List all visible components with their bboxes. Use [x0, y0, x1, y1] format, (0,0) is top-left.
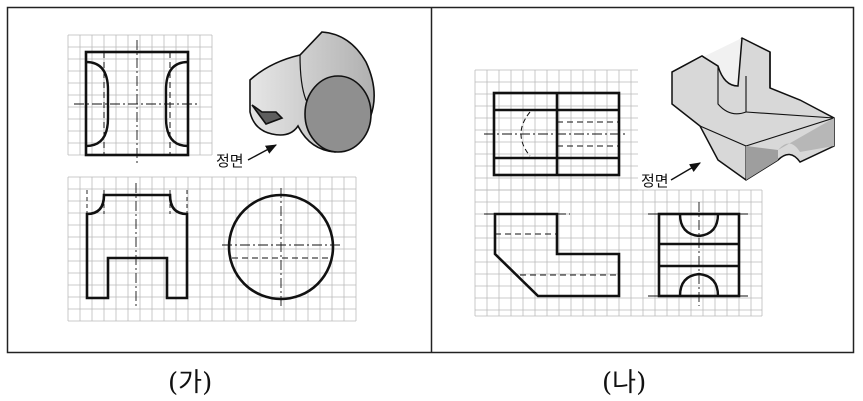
- top-view-na: [484, 91, 628, 177]
- isometric-ga: [249, 31, 375, 153]
- outer-frame: [6, 6, 855, 354]
- isometric-na: [671, 37, 835, 181]
- front-view-ga: [85, 183, 189, 308]
- side-view-na: [648, 202, 750, 306]
- panel-na: 정면: [474, 37, 835, 317]
- top-view-ga: [74, 40, 200, 166]
- grid-ga-bottom: [67, 176, 357, 322]
- front-label-ga: 정면: [216, 152, 244, 170]
- front-label-na: 정면: [641, 172, 669, 190]
- front-view-na: [484, 212, 621, 298]
- front-arrow-na: [670, 162, 701, 181]
- panel-ga: 정면: [67, 31, 375, 322]
- caption-ga: (가): [168, 368, 213, 398]
- side-view-ga: [222, 188, 342, 306]
- caption-na: (나): [602, 368, 647, 398]
- front-arrow-ga: [247, 144, 277, 161]
